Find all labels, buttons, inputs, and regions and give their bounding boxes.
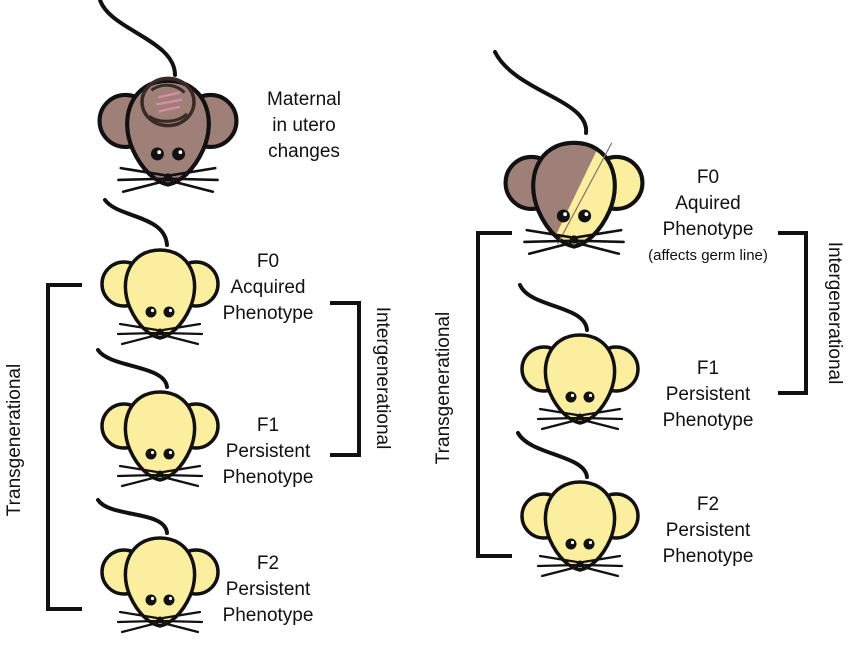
mouse-nose: [163, 173, 173, 182]
maternal-mouse: [97, 0, 239, 194]
mouse-head-brown: [533, 142, 612, 247]
mouse-nose: [156, 616, 164, 624]
mouse-eye: [145, 306, 157, 318]
mouse-head: [543, 333, 617, 425]
mouse-nose: [156, 328, 164, 336]
mouse-whiskers: [536, 407, 624, 431]
mice-group: [96, 0, 645, 634]
left-f0-mouse: [100, 198, 220, 346]
mouse-nose: [576, 560, 584, 568]
right-intergenerational-label: Intergenerational: [824, 241, 845, 385]
right-f0-mouse: [493, 50, 645, 256]
uterus-icon: [140, 76, 196, 128]
left-f0-label: F0 Acquired Phenotype: [222, 251, 314, 324]
right-intergenerational-bracket: [778, 231, 808, 395]
mouse-tail: [98, 0, 177, 77]
mouse-whiskers: [536, 554, 624, 578]
mouse-eye: [583, 538, 595, 550]
right-f0-label: F0 Aquired Phenotype (affects germ line): [648, 165, 768, 269]
mouse-eye: [163, 306, 175, 318]
right-f2-label: F2 Persistent Phenotype: [662, 494, 754, 567]
right-f1-label: F1 Persistent Phenotype: [662, 358, 754, 431]
mouse-whiskers: [116, 322, 204, 346]
brackets: [46, 231, 808, 611]
left-transgenerational-bracket: [46, 283, 82, 611]
mouse-eye: [145, 448, 157, 460]
right-transgenerational-label: Transgenerational: [433, 311, 454, 465]
mouse-tail: [96, 498, 169, 535]
mouse-head: [543, 480, 617, 572]
right-transgenerational-bracket: [476, 231, 512, 558]
mouse-whiskers: [523, 228, 625, 256]
mouse-whiskers: [116, 464, 204, 488]
mouse-tail: [96, 348, 169, 389]
mouse-whiskers: [116, 610, 204, 634]
left-intergenerational-label: Intergenerational: [372, 306, 393, 450]
mouse-eye: [163, 448, 175, 460]
mouse-head: [123, 248, 197, 340]
left-f2-mouse: [96, 498, 220, 634]
mouse-eye: [583, 391, 595, 403]
mouse-eye: [145, 594, 157, 606]
mouse-tail: [518, 283, 589, 332]
mouse-nose: [576, 413, 584, 421]
left-intergenerational-bracket: [330, 301, 361, 457]
mouse-eye: [163, 594, 175, 606]
mouse-nose: [569, 235, 579, 244]
mouse-head: [123, 536, 197, 628]
left-transgenerational-label: Transgenerational: [4, 363, 25, 517]
left-f2-label: F2 Persistent Phenotype: [222, 553, 314, 626]
maternal-in-utero-label: Maternal in utero changes: [267, 89, 341, 162]
right-f1-mouse: [518, 283, 640, 431]
mouse-tail: [516, 431, 589, 479]
mouse-eye: [150, 147, 164, 161]
mouse-head: [123, 390, 197, 482]
mouse-eye: [565, 391, 577, 403]
mouse-head: [125, 78, 211, 187]
left-f1-mouse: [96, 348, 220, 488]
germ-line-note: (affects germ line): [648, 247, 768, 264]
mouse-whiskers: [117, 166, 219, 194]
left-f1-label: F1 Persistent Phenotype: [222, 415, 314, 488]
mouse-eye: [565, 538, 577, 550]
mouse-nose: [156, 470, 164, 478]
mouse-eye: [172, 147, 186, 161]
mouse-eye: [578, 209, 592, 223]
mouse-tail: [493, 50, 589, 135]
right-f2-mouse: [516, 431, 640, 578]
mouse-tail: [103, 198, 169, 247]
mouse-eye: [556, 209, 570, 223]
